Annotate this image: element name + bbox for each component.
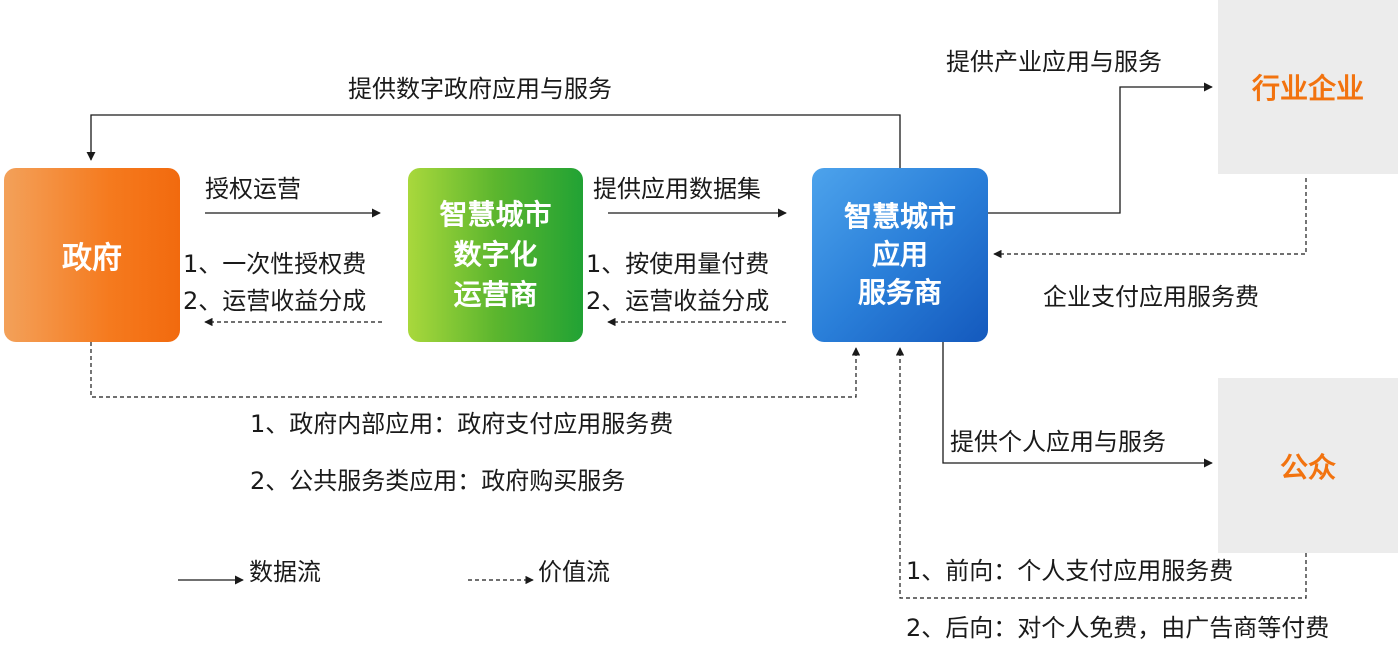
node-government-label: 政府	[62, 241, 122, 276]
node-service-provider-line-2: 应用	[871, 238, 928, 271]
legend-value-flow-label: 价值流	[538, 558, 610, 586]
legend-data-flow-label: 数据流	[249, 558, 321, 586]
node-public: 公众	[1218, 378, 1398, 553]
label-operator-fee-1: 1、一次性授权费	[183, 250, 367, 278]
node-operator: 智慧城市 数字化 运营商	[408, 168, 583, 342]
label-gov-payment-2: 2、公共服务类应用：政府购买服务	[250, 467, 626, 495]
label-personal-services: 提供个人应用与服务	[950, 428, 1166, 456]
node-operator-line-1: 智慧城市	[439, 198, 552, 231]
node-government: 政府	[4, 168, 180, 342]
node-operator-line-3: 运营商	[453, 278, 538, 311]
edge-enterprise-payment	[993, 178, 1307, 259]
label-provider-fee-2: 2、运营收益分成	[586, 287, 770, 315]
node-service-provider-line-1: 智慧城市	[843, 200, 956, 233]
node-industry-enterprise: 行业企业	[1218, 0, 1398, 174]
label-provider-fee-1: 1、按使用量付费	[586, 250, 770, 278]
node-public-label: 公众	[1279, 450, 1336, 484]
edge-gov-payment	[90, 342, 861, 398]
node-operator-line-2: 数字化	[453, 238, 538, 271]
node-industry-enterprise-label: 行业企业	[1251, 72, 1364, 105]
edge-personal-services	[942, 342, 1213, 468]
label-industry-services: 提供产业应用与服务	[946, 48, 1162, 76]
node-service-provider-line-3: 服务商	[857, 276, 942, 309]
node-service-provider: 智慧城市 应用 服务商	[812, 168, 988, 342]
label-operator-fee-2: 2、运营收益分成	[183, 287, 367, 315]
label-authorize-operation: 授权运营	[205, 175, 301, 203]
edge-provider-to-government	[86, 114, 901, 168]
label-personal-payment-2: 2、后向：对个人免费，由广告商等付费	[906, 614, 1330, 642]
label-gov-digital-services: 提供数字政府应用与服务	[348, 75, 612, 103]
label-personal-payment-1: 1、前向：个人支付应用服务费	[906, 557, 1234, 585]
label-provide-datasets: 提供应用数据集	[593, 175, 761, 203]
label-enterprise-payment: 企业支付应用服务费	[1043, 283, 1259, 311]
label-gov-payment-1: 1、政府内部应用：政府支付应用服务费	[250, 410, 674, 438]
edge-industry-services	[988, 82, 1213, 214]
edge-personal-payment	[895, 347, 1307, 599]
